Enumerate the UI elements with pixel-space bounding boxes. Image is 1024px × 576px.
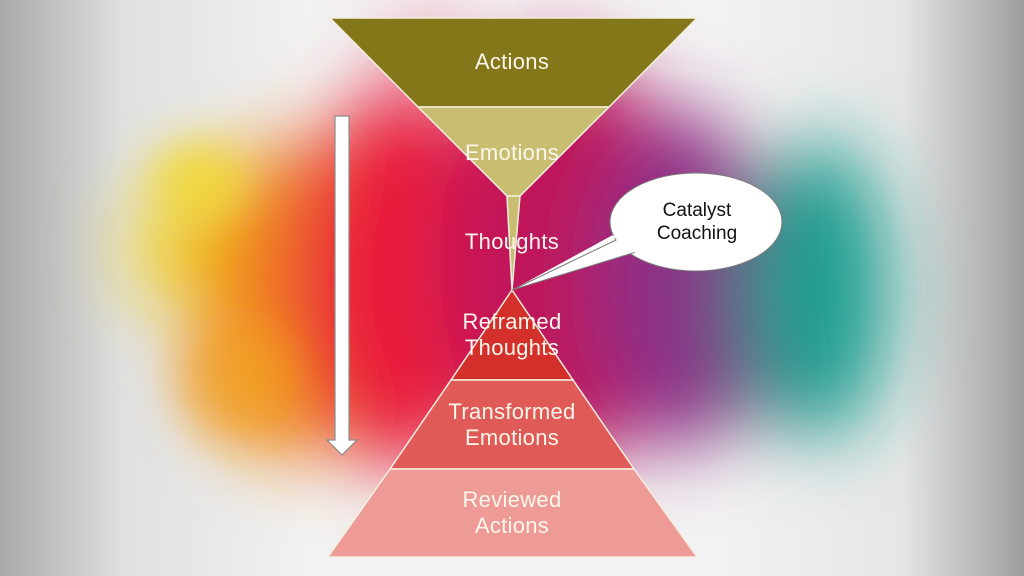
label-reframed-thoughts: Reframed Thoughts [463,309,562,361]
label-line: Actions [474,513,550,538]
label-actions: Actions [474,49,550,74]
label-line: Thoughts [464,335,560,360]
label-emotions: Emotions [464,140,560,165]
label-transformed-emotions: Transformed Emotions [448,399,575,451]
label-reviewed-actions: Reviewed Actions [462,487,561,539]
funnel-segment-thoughts [506,195,521,291]
label-line: Reviewed [462,487,562,512]
callout-text: Catalyst Coaching [657,199,737,245]
callout-bubble [511,172,783,291]
label-line: Emotions [464,425,560,450]
label-thoughts: Thoughts [464,229,560,254]
label-line: Reframed [462,309,562,334]
label-line: Transformed [448,399,576,424]
pyramid-segment-reviewed [326,468,699,558]
callout-line: Catalyst [662,200,732,221]
down-arrow-icon [325,115,359,456]
callout-line: Coaching [656,223,738,244]
